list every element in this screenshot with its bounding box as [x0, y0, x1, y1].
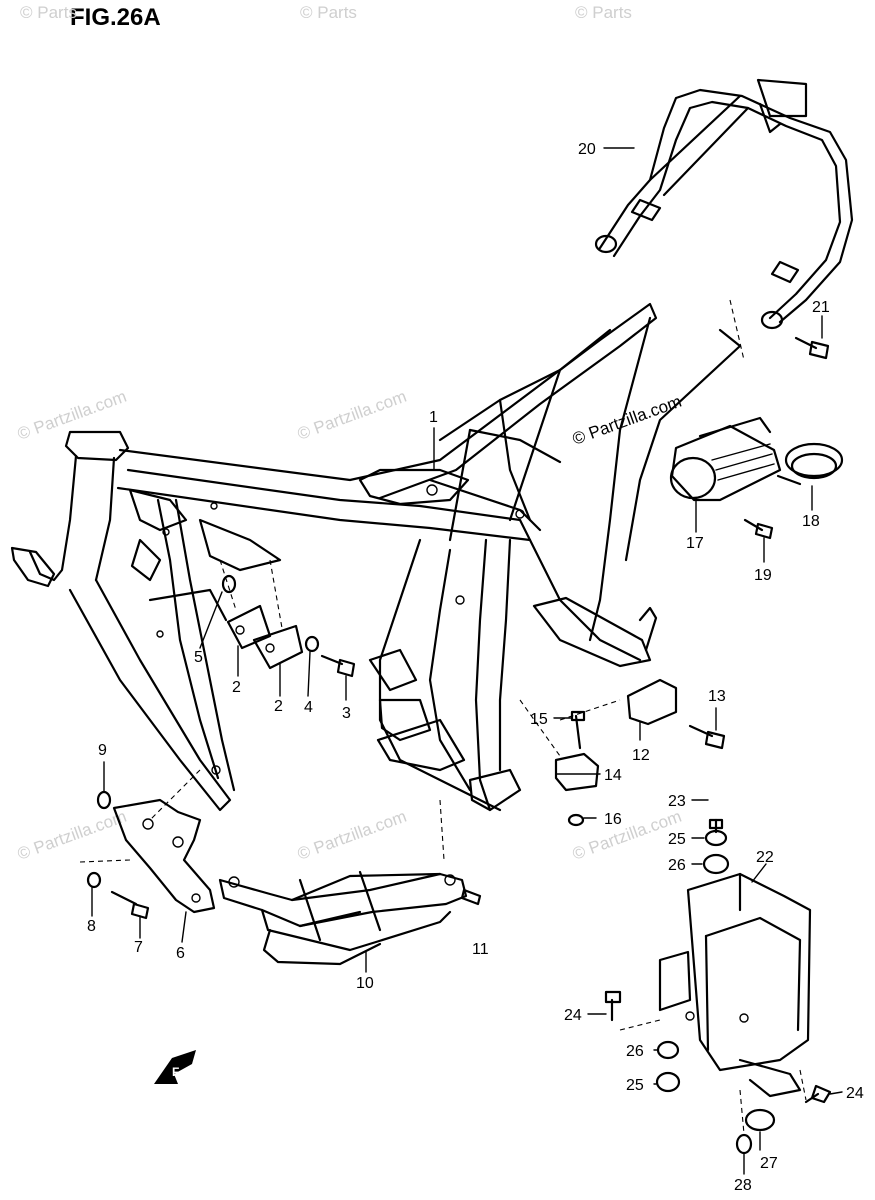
callout-3: 3	[342, 705, 351, 722]
callout-25: 25	[626, 1077, 644, 1094]
callout-4: 4	[304, 699, 313, 716]
callout-21: 21	[812, 299, 830, 316]
callout-1: 1	[429, 409, 438, 426]
watermark: © Partzilla.com	[570, 807, 684, 864]
callout-28: 28	[734, 1177, 752, 1194]
callout-16: 16	[604, 811, 622, 828]
front-arrow-label: F	[172, 1065, 179, 1079]
callout-11: 11	[472, 941, 489, 958]
callout-2: 2	[232, 679, 241, 696]
callout-27: 27	[760, 1155, 778, 1172]
callout-19: 19	[754, 567, 772, 584]
callout-22: 22	[756, 849, 774, 866]
bolt-part-21	[794, 336, 830, 360]
small-parts-23-28	[604, 818, 832, 1155]
callout-2: 2	[274, 698, 283, 715]
callout-6: 6	[176, 945, 185, 962]
callout-10: 10	[356, 975, 374, 992]
callout-26: 26	[626, 1043, 644, 1060]
strap-part-18	[776, 442, 844, 486]
lower-bracket-parts-6-9	[86, 790, 216, 920]
callout-12: 12	[632, 747, 650, 764]
watermark: © Parts	[575, 3, 632, 22]
callout-5: 5	[194, 649, 203, 666]
bolt-part-19	[743, 518, 774, 540]
front-direction-arrow: F	[154, 1050, 196, 1084]
callout-13: 13	[708, 688, 726, 705]
callout-24: 24	[846, 1085, 864, 1102]
watermark: © Partzilla.com	[15, 807, 129, 864]
callout-17: 17	[686, 535, 704, 552]
callout-25: 25	[668, 831, 686, 848]
figure-title: FIG.26A	[70, 4, 161, 31]
callout-14: 14	[604, 767, 622, 784]
watermark: © Parts	[300, 3, 357, 22]
mount-parts-14-16	[554, 710, 600, 827]
watermark: © Partzilla.com	[295, 387, 409, 444]
tool-case-part-17	[669, 416, 782, 502]
mount-parts-12-13	[626, 678, 726, 750]
battery-case-part-22	[658, 872, 812, 1098]
underframe-part-10	[218, 870, 482, 966]
callout-7: 7	[134, 939, 143, 956]
watermark: © Partzilla.com	[15, 387, 129, 444]
leader-lines	[91, 147, 843, 1175]
callout-23: 23	[668, 793, 686, 810]
callout-8: 8	[87, 918, 96, 935]
callout-24: 24	[564, 1007, 582, 1024]
guide-lines	[79, 299, 807, 1135]
watermark: © Parts	[20, 3, 77, 22]
grab-rail-part-20	[594, 78, 854, 330]
main-frame-part-1	[10, 302, 742, 812]
callout-labels: 1 2 2 3 4 5 6 7 8 9 10 11 12 13 14 15 16…	[87, 141, 864, 1194]
engine-brackets-parts-2-5	[221, 574, 356, 678]
watermark: © Partzilla.com	[295, 807, 409, 864]
callout-15: 15	[530, 711, 548, 728]
callout-26: 26	[668, 857, 686, 874]
watermark-layer: © Parts © Parts © Parts © Partzilla.com …	[15, 3, 684, 864]
callout-9: 9	[98, 742, 107, 759]
arrow-icon	[154, 1050, 196, 1084]
callout-18: 18	[802, 513, 820, 530]
callout-20: 20	[578, 141, 596, 158]
